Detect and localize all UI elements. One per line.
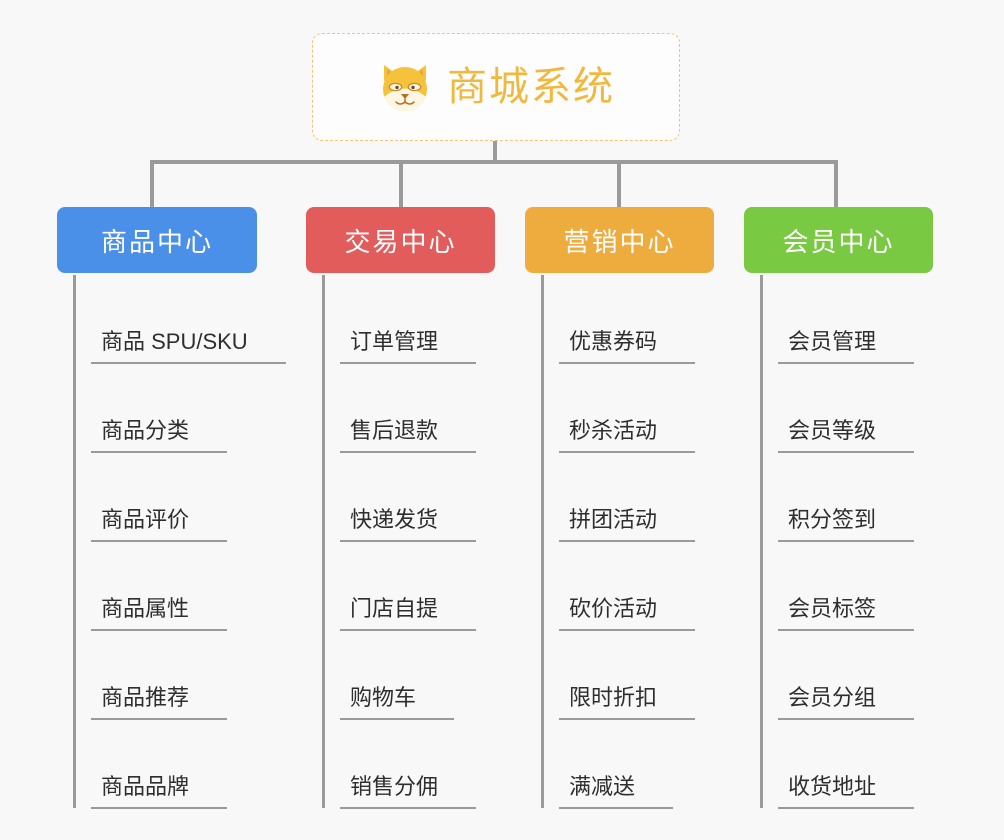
list-item[interactable]: 商品属性 [73,542,257,631]
list-item[interactable]: 快递发货 [322,453,495,542]
connector-spine-3 [541,275,544,808]
leaf-label: 销售分佣 [340,776,477,809]
category-header-label: 营销中心 [563,226,676,257]
category-header-label: 交易中心 [344,226,457,257]
leaf-label: 门店自提 [340,598,477,631]
connector-drop-1 [150,160,154,207]
leaf-label: 会员标签 [778,598,915,631]
list-item[interactable]: 拼团活动 [541,453,714,542]
leaf-list-member-center: 会员管理 会员等级 积分签到 会员标签 会员分组 收货地址 [744,275,933,809]
list-item[interactable]: 优惠券码 [541,275,714,364]
leaf-label: 商品 SPU/SKU [91,331,286,364]
shiba-dog-face-icon [377,59,433,115]
list-item[interactable]: 会员分组 [760,631,933,720]
connector-drop-3 [617,160,621,207]
list-item[interactable]: 购物车 [322,631,495,720]
leaf-label: 优惠券码 [559,331,696,364]
list-item[interactable]: 商品评价 [73,453,257,542]
list-item[interactable]: 秒杀活动 [541,364,714,453]
connector-horizontal-bus [150,160,838,164]
list-item[interactable]: 商品品牌 [73,720,257,809]
leaf-label: 砍价活动 [559,598,696,631]
leaf-label: 会员等级 [778,420,915,453]
connector-drop-2 [399,160,403,207]
leaf-label: 商品评价 [91,509,228,542]
category-header-trade-center[interactable]: 交易中心 [306,207,495,273]
connector-spine-1 [73,275,76,808]
branch-product-center: 商品中心 商品 SPU/SKU 商品分类 商品评价 商品属性 商品推荐 商品品牌 [57,207,286,809]
category-header-product-center[interactable]: 商品中心 [57,207,257,273]
leaf-label: 拼团活动 [559,509,696,542]
list-item[interactable]: 会员标签 [760,542,933,631]
category-header-label: 商品中心 [100,226,213,257]
list-item[interactable]: 收货地址 [760,720,933,809]
list-item[interactable]: 会员管理 [760,275,933,364]
list-item[interactable]: 商品分类 [73,364,257,453]
connector-drop-4 [834,160,838,207]
leaf-label: 收货地址 [778,776,915,809]
list-item[interactable]: 会员等级 [760,364,933,453]
category-header-label: 会员中心 [782,226,895,257]
list-item[interactable]: 商品 SPU/SKU [73,275,286,364]
list-item[interactable]: 门店自提 [322,542,495,631]
leaf-label: 商品属性 [91,598,228,631]
leaf-label: 会员分组 [778,687,915,720]
leaf-label: 订单管理 [340,331,477,364]
list-item[interactable]: 售后退款 [322,364,495,453]
list-item[interactable]: 销售分佣 [322,720,495,809]
branch-member-center: 会员中心 会员管理 会员等级 积分签到 会员标签 会员分组 收货地址 [744,207,933,809]
root-title: 商城系统 [447,65,615,109]
leaf-label: 满减送 [559,776,674,809]
list-item[interactable]: 限时折扣 [541,631,714,720]
connector-root-stem [493,141,497,163]
leaf-label: 商品推荐 [91,687,228,720]
leaf-label: 购物车 [340,687,455,720]
connector-spine-4 [760,275,763,808]
leaf-list-marketing-center: 优惠券码 秒杀活动 拼团活动 砍价活动 限时折扣 满减送 [525,275,714,809]
list-item[interactable]: 订单管理 [322,275,495,364]
category-header-member-center[interactable]: 会员中心 [744,207,933,273]
leaf-label: 秒杀活动 [559,420,696,453]
root-node[interactable]: 商城系统 [312,33,680,141]
leaf-label: 售后退款 [340,420,477,453]
list-item[interactable]: 满减送 [541,720,714,809]
leaf-list-product-center: 商品 SPU/SKU 商品分类 商品评价 商品属性 商品推荐 商品品牌 [57,275,286,809]
leaf-label: 会员管理 [778,331,915,364]
list-item[interactable]: 积分签到 [760,453,933,542]
leaf-label: 积分签到 [778,509,915,542]
list-item[interactable]: 砍价活动 [541,542,714,631]
list-item[interactable]: 商品推荐 [73,631,257,720]
leaf-label: 快递发货 [340,509,477,542]
leaf-label: 商品分类 [91,420,228,453]
leaf-label: 商品品牌 [91,776,228,809]
branch-trade-center: 交易中心 订单管理 售后退款 快递发货 门店自提 购物车 销售分佣 [306,207,495,809]
leaf-label: 限时折扣 [559,687,696,720]
branch-marketing-center: 营销中心 优惠券码 秒杀活动 拼团活动 砍价活动 限时折扣 满减送 [525,207,714,809]
category-header-marketing-center[interactable]: 营销中心 [525,207,714,273]
connector-spine-2 [322,275,325,808]
leaf-list-trade-center: 订单管理 售后退款 快递发货 门店自提 购物车 销售分佣 [306,275,495,809]
